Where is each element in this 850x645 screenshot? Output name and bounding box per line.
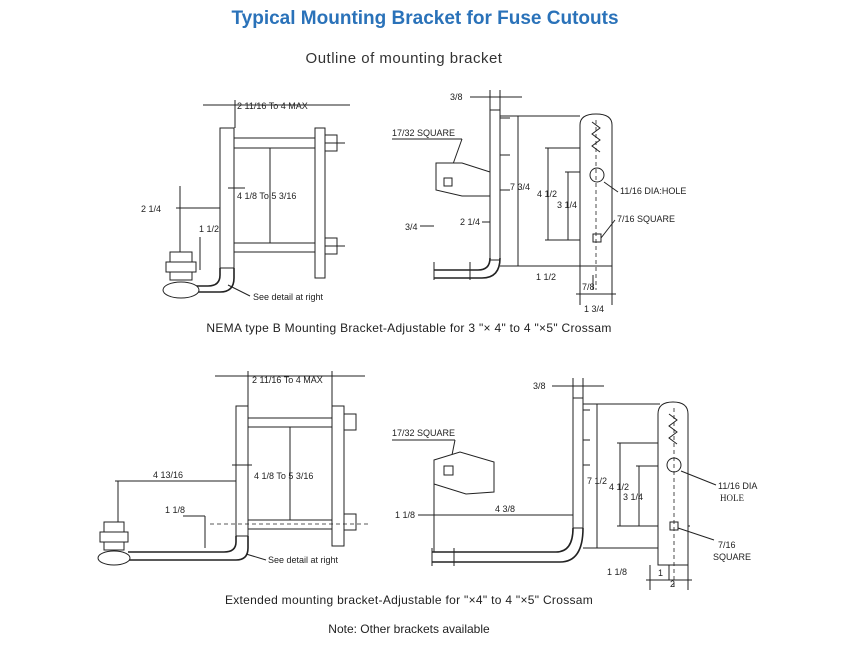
dim-7-3-4-label: 7 3/4 — [510, 182, 530, 192]
page-title: Typical Mounting Bracket for Fuse Cutout… — [231, 8, 619, 29]
square-17-32-label-2: 17/32 SQUARE — [392, 428, 455, 438]
dim-3-4-label: 3/4 — [405, 222, 418, 232]
dim-4-1-2-label-2: 4 1/2 — [609, 482, 629, 492]
extended-bracket-side-view: 2 11/16 To 4 MAX 4 1/8 To 5 3/16 4 13/16… — [97, 371, 370, 566]
square-7-16-label: 7/16 SQUARE — [617, 214, 675, 224]
offset-label: 1 1/2 — [199, 224, 219, 234]
dim-1-3-4-label: 1 3/4 — [584, 304, 604, 314]
dim-1-1-8a-label: 1 1/8 — [395, 510, 415, 520]
square-17-32-label: 17/32 SQUARE — [392, 128, 455, 138]
square-7-16-b-label: SQUARE — [713, 552, 751, 562]
dim-2-label: 2 — [670, 579, 675, 589]
hole-label: 11/16 DIA:HOLE — [620, 186, 686, 196]
nema-bracket-detail-view: 3/8 17/32 SQUARE 3/4 2 1/4 7 3/4 4 1/2 — [392, 90, 686, 314]
width-range-label: 2 11/16 To 4 MAX — [237, 101, 308, 111]
dim-3-1-4-label-2: 3 1/4 — [623, 492, 643, 502]
dim-7-1-2-label: 7 1/2 — [587, 476, 607, 486]
dim-4-1-2-label: 4 1/2 — [537, 189, 557, 199]
diagram2-caption: Extended mounting bracket-Adjustable for… — [224, 593, 594, 607]
width-range-label-2: 2 11/16 To 4 MAX — [252, 375, 323, 385]
inner-range-label: 4 1/8 To 5 3/16 — [237, 191, 296, 201]
dim-1-1-2-label: 1 1/2 — [536, 272, 556, 282]
left-dim-label: 2 1/4 — [141, 204, 161, 214]
extended-bracket-detail-view: 3/8 17/32 SQUARE 1 1/8 4 3/8 7 1/2 4 1/2 — [392, 378, 757, 590]
see-detail-label: See detail at right — [253, 292, 324, 302]
dim-3-8-label: 3/8 — [450, 92, 463, 102]
diagram1-caption: NEMA type B Mounting Bracket-Adjustable … — [206, 321, 612, 335]
page-subtitle: Outline of mounting bracket — [305, 50, 503, 67]
footer-note: Note: Other brackets available — [328, 622, 490, 636]
inner-range-label-2: 4 1/8 To 5 3/16 — [254, 471, 313, 481]
nema-bracket-side-view: 2 11/16 To 4 MAX 4 1/8 To 5 3/16 2 1/4 1… — [141, 100, 350, 302]
dim-7-8-label: 7/8 — [582, 282, 595, 292]
dim-3-8-label-2: 3/8 — [533, 381, 546, 391]
hole-a-label: 11/16 DIA — [718, 481, 757, 491]
offset-label-2: 1 1/8 — [165, 505, 185, 515]
hole-b-label: HOLE — [720, 493, 744, 503]
left-dim-label-2: 4 13/16 — [153, 470, 183, 480]
dim-1-label: 1 — [658, 568, 663, 578]
dim-1-1-8b-label: 1 1/8 — [607, 567, 627, 577]
square-7-16-a-label: 7/16 — [718, 540, 736, 550]
dim-2-1-4-label: 2 1/4 — [460, 217, 480, 227]
see-detail-label-2: See detail at right — [268, 555, 339, 565]
dim-4-3-8-label: 4 3/8 — [495, 504, 515, 514]
dim-3-1-4-label: 3 1/4 — [557, 200, 577, 210]
